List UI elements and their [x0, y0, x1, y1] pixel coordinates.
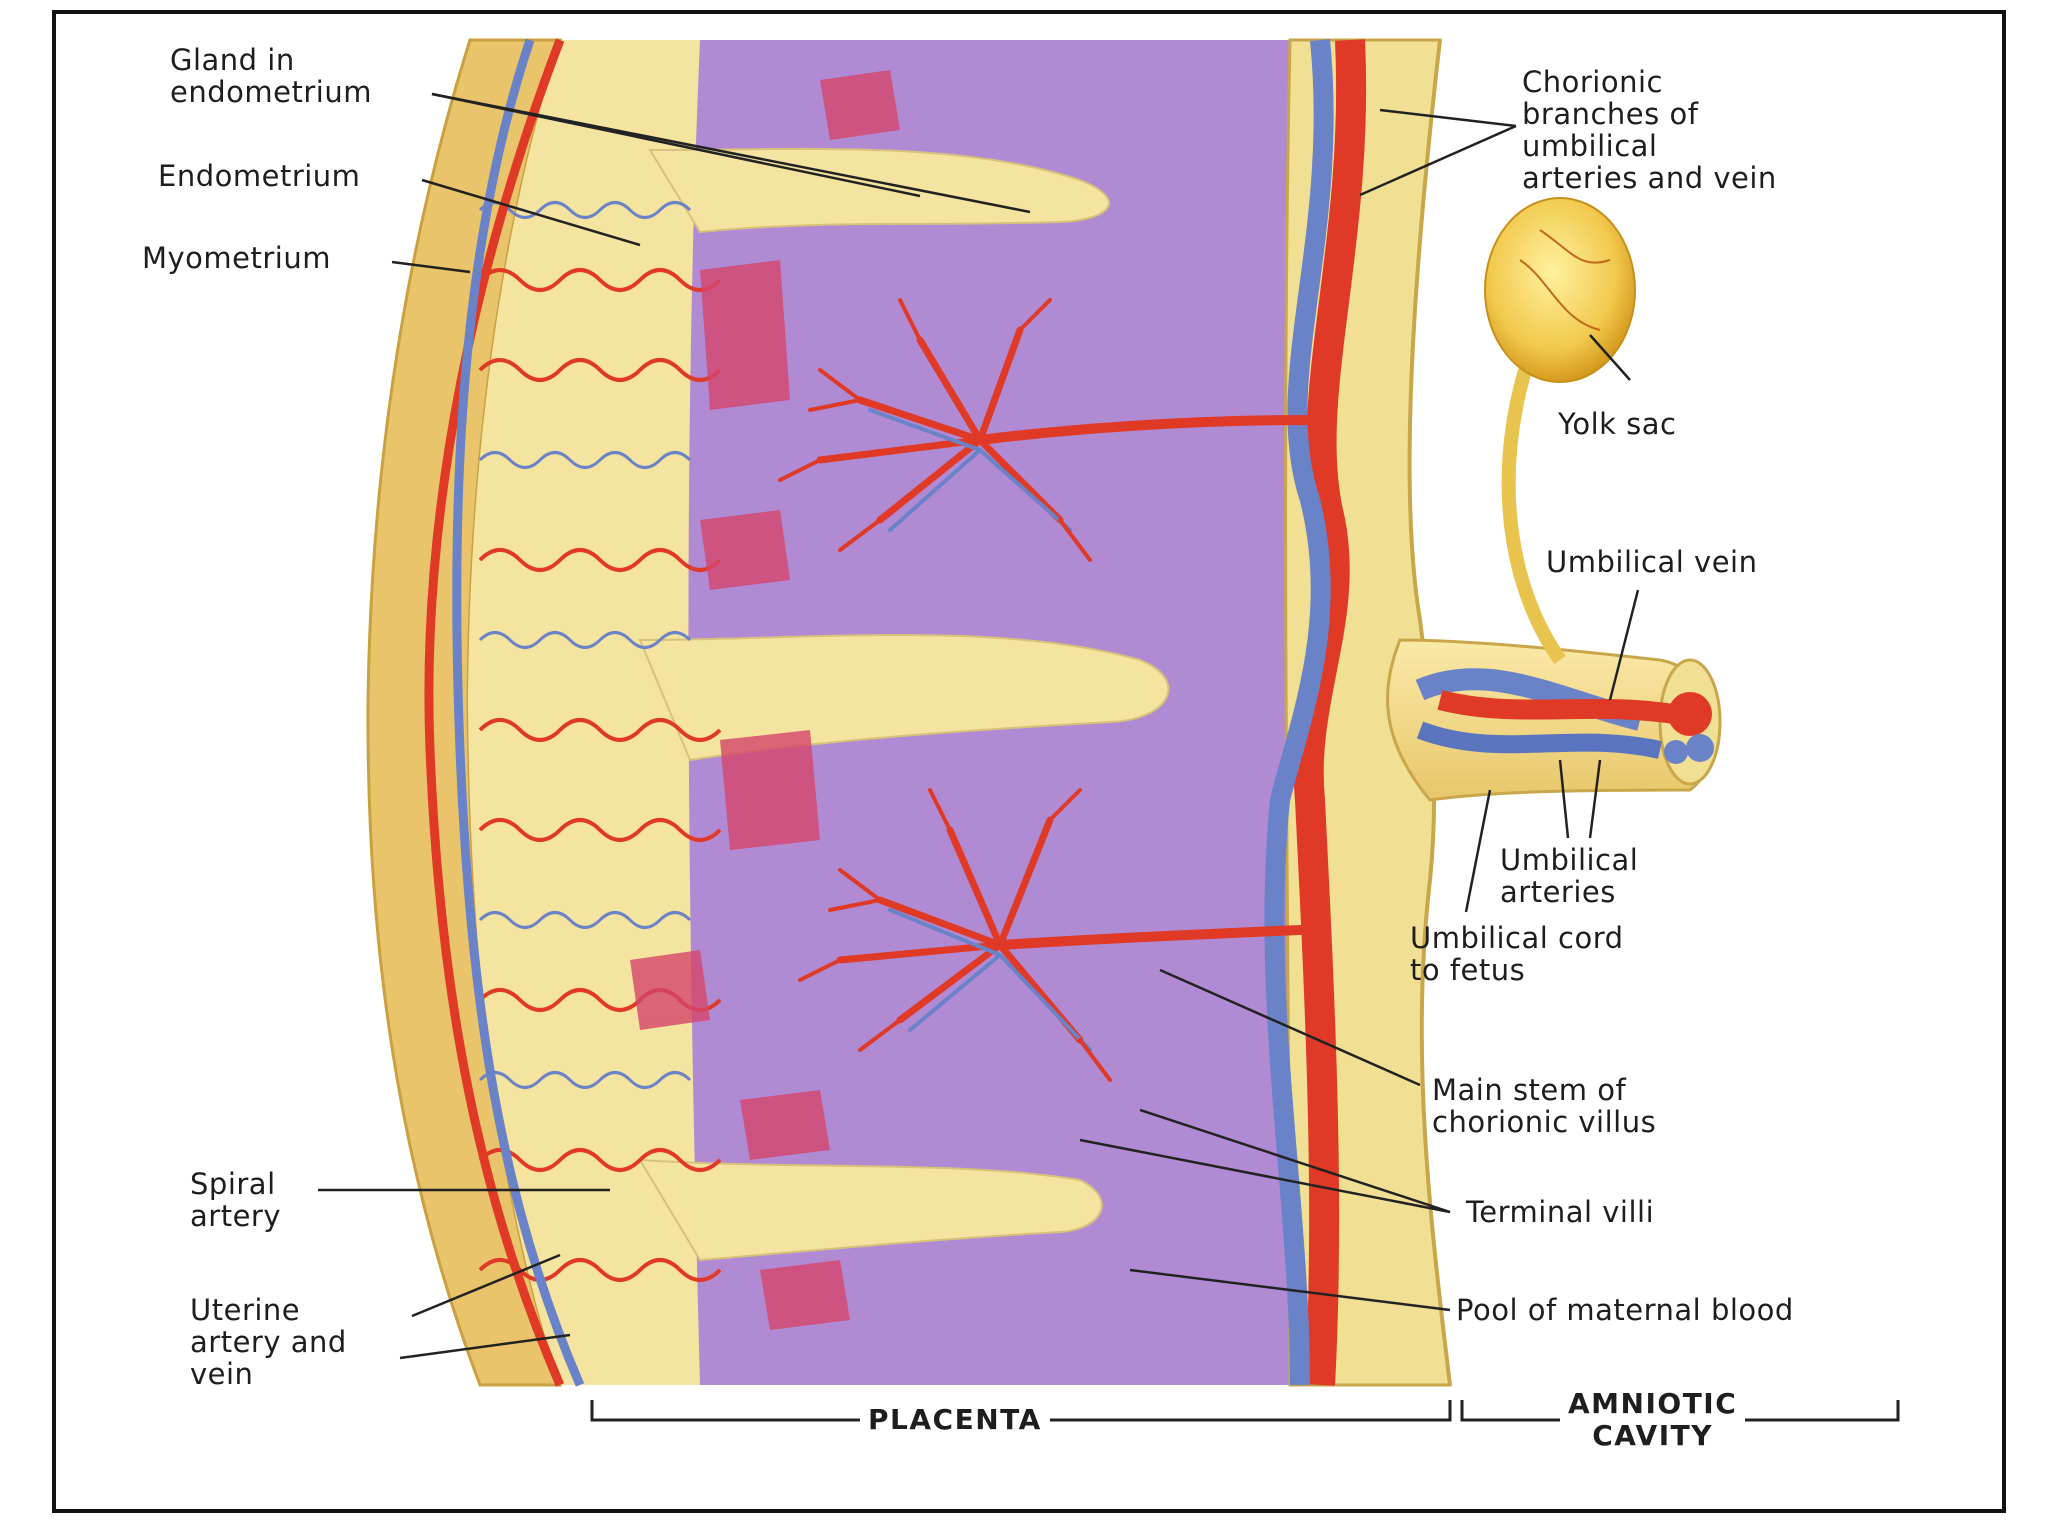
label-spiral-artery: Spiral artery	[190, 1168, 281, 1232]
region-amniotic-cavity: AMNIOTIC CAVITY	[1560, 1388, 1745, 1452]
label-main-stem: Main stem of chorionic villus	[1432, 1074, 1656, 1138]
label-myometrium: Myometrium	[142, 242, 331, 274]
region-placenta: PLACENTA	[860, 1404, 1050, 1436]
label-umbilical-arteries: Umbilical arteries	[1500, 844, 1638, 908]
label-endometrium: Endometrium	[158, 160, 360, 192]
label-chorionic-branches: Chorionic branches of umbilical arteries…	[1522, 66, 1777, 194]
label-umbilical-cord: Umbilical cord to fetus	[1410, 922, 1624, 986]
label-terminal-villi: Terminal villi	[1466, 1196, 1654, 1228]
yolk-sac	[1485, 198, 1635, 382]
label-yolk-sac: Yolk sac	[1558, 408, 1677, 440]
label-gland-in-endometrium: Gland in endometrium	[170, 44, 372, 108]
label-pool-maternal-blood: Pool of maternal blood	[1456, 1294, 1794, 1326]
label-umbilical-vein: Umbilical vein	[1546, 546, 1758, 578]
label-uterine-artery-vein: Uterine artery and vein	[190, 1294, 347, 1390]
